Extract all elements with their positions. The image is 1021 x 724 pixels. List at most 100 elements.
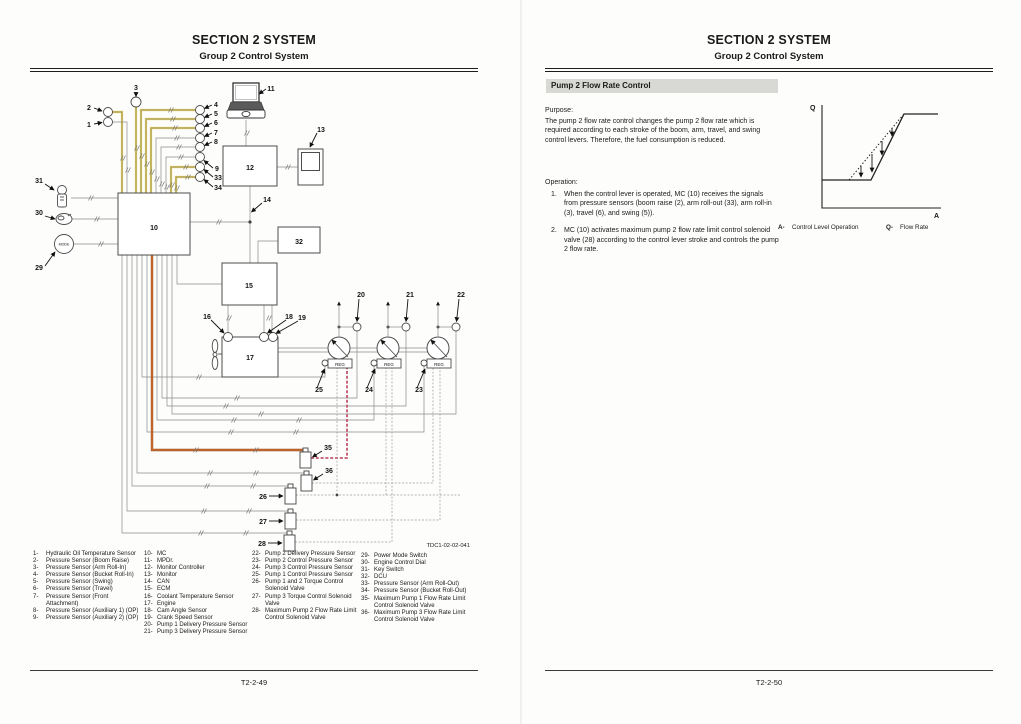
ecm-box-label: 15 <box>245 283 253 290</box>
legend-item-number: 17- <box>144 600 153 607</box>
legend-item: 22-Pump 2 Delivery Pressure Sensor <box>252 551 358 558</box>
legend-item: 29- Power Mode Switch <box>361 553 473 560</box>
legend-item: 7-Pressure Sensor (Front Attachment) <box>33 594 140 608</box>
legend-item-text: Pressure Sensor (Travel) <box>46 586 113 593</box>
legend-item-number: 18- <box>144 607 153 614</box>
reg-label: REG <box>335 362 345 367</box>
legend-item-number: 4- <box>33 572 39 579</box>
callout-22: 22 <box>457 292 465 299</box>
legend-item-number: 7- <box>33 593 39 600</box>
legend-item-text: Pressure Sensor (Arm Roll-In) <box>46 565 127 572</box>
reg-label: REG <box>384 362 394 367</box>
ecm-box <box>221 262 278 306</box>
callout-20: 20 <box>357 292 365 299</box>
callout-7: 7 <box>214 130 218 137</box>
pump-3: REG <box>420 301 452 369</box>
legend-item-text: Monitor <box>157 572 178 579</box>
legend-item: 24- Pump 3 Control Pressure Sensor <box>252 565 358 572</box>
legend-item-number: 20- <box>144 621 153 628</box>
operation-item-text: When the control lever is operated, MC (… <box>564 191 772 217</box>
legend-item-number: 2- <box>33 558 39 565</box>
legend-item-number: 28- <box>252 607 261 614</box>
operation-list: 1.When the control lever is operated, MC… <box>551 190 779 262</box>
legend-item-number: 1- <box>33 551 39 557</box>
callout-33: 33 <box>214 175 222 182</box>
callout-14: 14 <box>263 197 271 204</box>
legend-item-text: Crank Speed Sensor <box>157 614 213 621</box>
legend-item-text: Pressure Sensor (Bucket Roll-Out) <box>374 588 467 595</box>
legend-item: 25-Pump 1 Control Pressure Sensor <box>252 572 358 579</box>
legend-item-text: Pressure Sensor (Bucket Roll-In) <box>46 572 134 579</box>
legend-item-number: 29- <box>361 553 370 559</box>
callout-21: 21 <box>406 292 414 299</box>
legend-item-text: Maximum Pump 1 Flow Rate Limit Control S… <box>374 595 466 609</box>
left-page-number: T2-2-49 <box>240 678 268 687</box>
legend-item-number: 24- <box>252 565 261 572</box>
legend-item-number: 33- <box>361 581 370 588</box>
callout-25: 25 <box>315 387 323 394</box>
callout-28: 28 <box>258 541 266 548</box>
callout-5: 5 <box>214 111 218 118</box>
legend-item: 5-Pressure Sensor (Swing) <box>33 579 140 586</box>
legend-item: 16-Coolant Temperature Sensor <box>144 594 248 601</box>
mc-box <box>117 192 191 256</box>
figure-code: TDC1-02-02-041 <box>426 543 471 549</box>
callout-34: 34 <box>214 185 222 192</box>
legend-item-number: 21- <box>144 629 153 636</box>
callout-4: 4 <box>214 102 218 109</box>
legend-item-text: Pressure Sensor (Boom Raise) <box>46 558 130 565</box>
legend-item: 34- Pressure Sensor (Bucket Roll-Out) <box>361 588 473 595</box>
legend-item: 33-Pressure Sensor (Arm Roll-Out) <box>361 581 473 588</box>
legend-item-number: 11- <box>144 558 153 565</box>
left-footer-rule <box>30 670 478 671</box>
pump-2: REG <box>370 301 402 369</box>
purpose-text: The pump 2 flow rate control changes the… <box>545 118 761 144</box>
key-switch-icon <box>57 185 67 208</box>
page-seam <box>520 0 522 724</box>
legend-item-number: 35- <box>361 595 370 602</box>
callout-24: 24 <box>365 387 373 394</box>
left-header-title: SECTION 2 SYSTEM <box>191 33 317 47</box>
legend-item-text: Pump 3 Control Pressure Sensor <box>265 565 354 572</box>
legend-item: 26-Pump 1 and 2 Torque Control Solenoid … <box>252 579 358 593</box>
legend-item-text: Key Switch <box>374 567 404 574</box>
legend-item-number: 14- <box>144 579 153 586</box>
legend-item-number: 12- <box>144 565 153 572</box>
legend-item: 6-Pressure Sensor (Travel) <box>33 586 140 593</box>
legend-item-text: MC <box>157 551 167 557</box>
legend-item-text: Pump 1 and 2 Torque Control Solenoid Val… <box>265 579 344 593</box>
graph-caption-text-q: Flow Rate <box>900 224 929 231</box>
legend-item-text: Pressure Sensor (Swing) <box>46 579 113 586</box>
operation-item: 1.When the control lever is operated, MC… <box>551 190 779 218</box>
right-page-number: T2-2-50 <box>755 678 783 687</box>
legend-item-text: Pressure Sensor (Auxiliary 1) (OP) <box>46 607 139 614</box>
laptop-icon <box>226 82 266 119</box>
mc-box-label: 10 <box>150 225 158 232</box>
legend-item-number: 30- <box>361 560 370 567</box>
legend-item: 9-Pressure Sensor (Auxiliary 2) (OP) <box>33 615 140 622</box>
legend-item-text: CAN <box>157 579 170 586</box>
valve-27 <box>284 508 297 530</box>
legend-item-number: 10- <box>144 551 153 557</box>
legend-item-text: Power Mode Switch <box>374 553 428 559</box>
callout-2: 2 <box>87 105 91 112</box>
legend-item: 10- MC <box>144 551 248 558</box>
legend-item-number: 34- <box>361 588 370 595</box>
callout-26: 26 <box>259 494 267 501</box>
legend-item: 32-DCU <box>361 574 473 581</box>
graph-caption-key-q: Q- <box>886 224 893 231</box>
legend-item-text: Monitor Controller <box>157 565 205 572</box>
legend-item-number: 8- <box>33 607 39 614</box>
legend-item-number: 16- <box>144 593 153 600</box>
legend-item-text: Pump 3 Torque Control Solenoid Valve <box>265 593 352 607</box>
operation-item: 2.MC (10) activates maximum pump 2 flow … <box>551 226 779 254</box>
callout-labels: 1 2 3 4 5 6 7 8 9 33 34 11 13 14 31 30 2… <box>35 85 465 548</box>
legend-item-text: Cam Angle Sensor <box>157 607 208 614</box>
right-header-rule <box>545 68 993 72</box>
left-header-rule <box>30 68 478 72</box>
graph-caption-text-a: Control Level Operation <box>792 224 859 231</box>
legend-item: 17-Engine <box>144 601 248 608</box>
engine-fan-icon <box>211 339 222 370</box>
